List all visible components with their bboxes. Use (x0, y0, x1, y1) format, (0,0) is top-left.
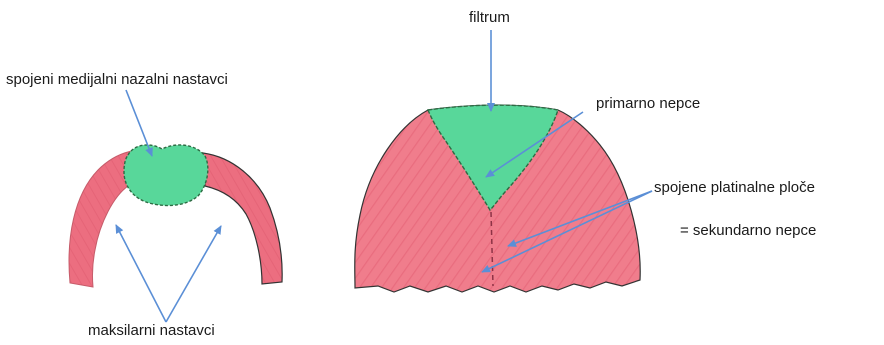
label-philtrum: filtrum (469, 10, 510, 25)
maxillary-process-left (69, 151, 132, 287)
arrow-maxillary-left (116, 225, 166, 322)
arrow-medial-nasal (126, 90, 152, 156)
label-maxillary-processes: maksilarni nastavci (88, 323, 215, 338)
arrow-maxillary-right (166, 226, 221, 322)
maxillary-process-right (203, 153, 282, 284)
label-primary-palate: primarno nepce (596, 96, 700, 111)
label-palatal-shelves: spojene platinalne ploče (654, 180, 815, 195)
fused-medial-nasal-processes (124, 145, 208, 206)
label-medial-nasal-processes: spojeni medijalni nazalni nastavci (6, 72, 228, 87)
label-secondary-palate: = sekundarno nepce (680, 223, 816, 238)
